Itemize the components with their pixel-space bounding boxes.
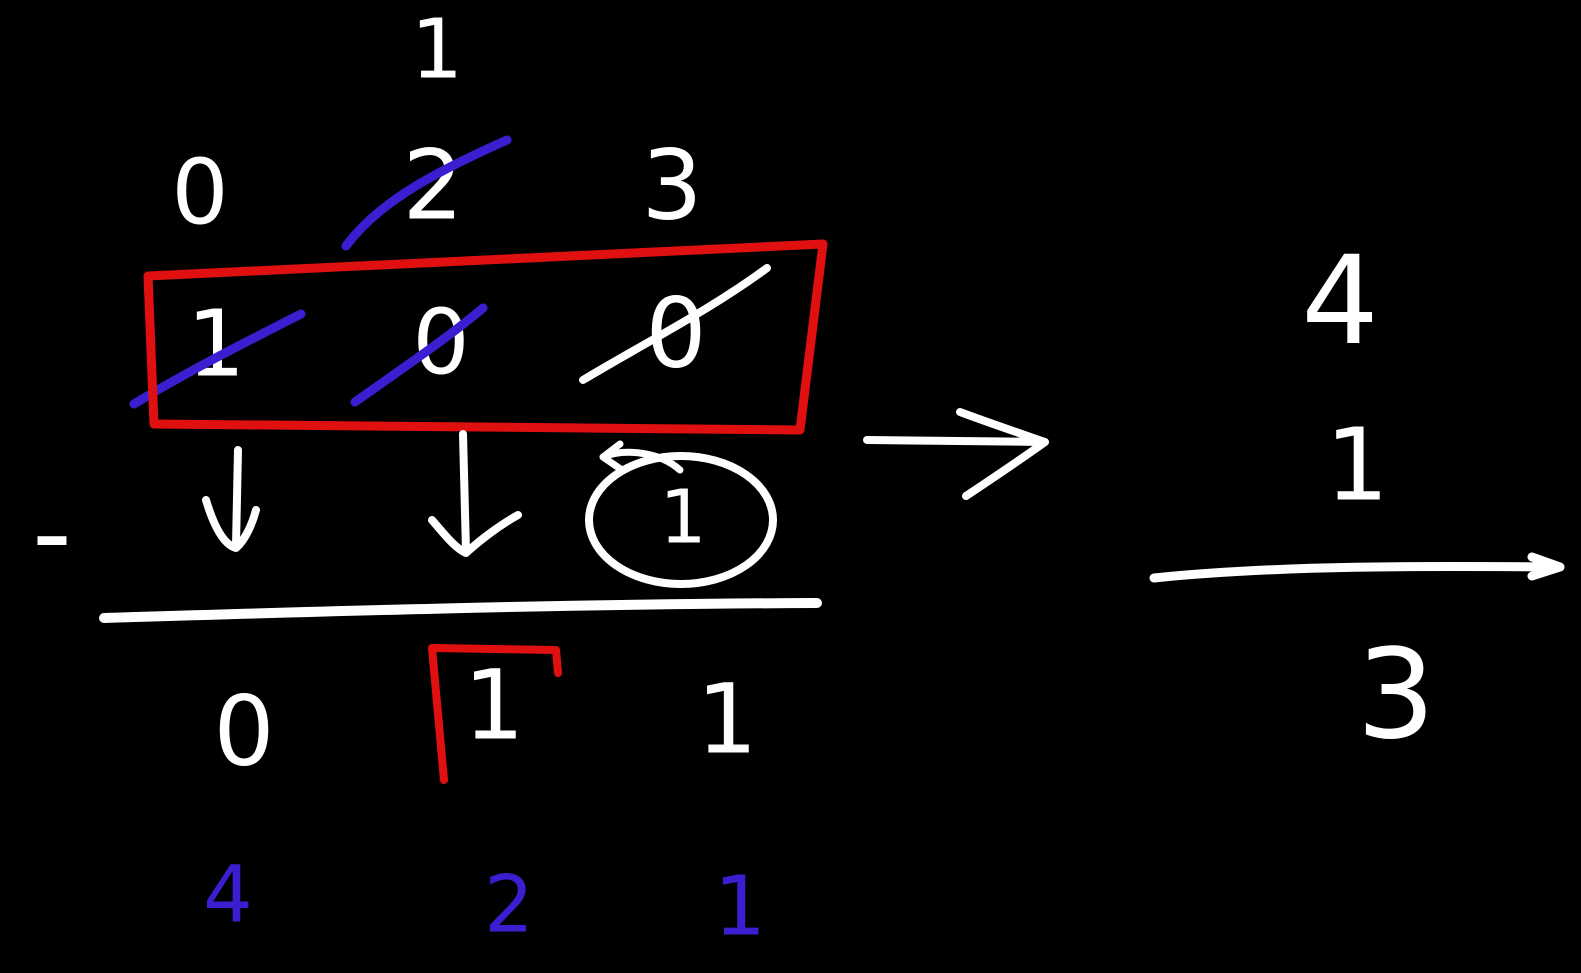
decimal-top-digit: 4 — [1301, 230, 1379, 372]
minus-operator: - — [32, 468, 72, 596]
decimal-subtrahend-digit: 1 — [1325, 406, 1389, 523]
place-value-2: 2 — [484, 860, 534, 950]
arrow-down-icon — [428, 430, 522, 557]
strike-mark-borrow-2 — [341, 135, 512, 251]
place-value-1: 1 — [714, 859, 766, 954]
borrow-row-digit-1: 0 — [171, 140, 228, 245]
borrow-digit: 1 — [411, 2, 463, 97]
result-line — [99, 598, 822, 623]
strike-mark-minuend-3 — [579, 264, 771, 384]
decimal-result-line — [1149, 552, 1565, 583]
arrow-right-icon — [863, 408, 1049, 500]
strike-mark-minuend-2 — [350, 303, 488, 407]
result-digit-2: 1 — [463, 649, 524, 761]
result-highlight-bracket — [428, 644, 562, 784]
minuend-highlight-box — [143, 239, 828, 435]
place-value-4: 4 — [203, 850, 253, 940]
result-digit-1: 0 — [213, 675, 274, 787]
arrow-down-icon — [202, 446, 260, 552]
subtrahend-circled-digit: 1 — [659, 475, 706, 561]
minuend-digit-3: 0 — [645, 277, 706, 389]
decimal-result-digit: 3 — [1357, 623, 1436, 767]
borrow-row-digit-3: 3 — [641, 129, 702, 241]
borrow-arrow-icon — [599, 440, 684, 474]
result-digit-3: 1 — [696, 663, 757, 775]
subtrahend-circle — [585, 452, 777, 588]
